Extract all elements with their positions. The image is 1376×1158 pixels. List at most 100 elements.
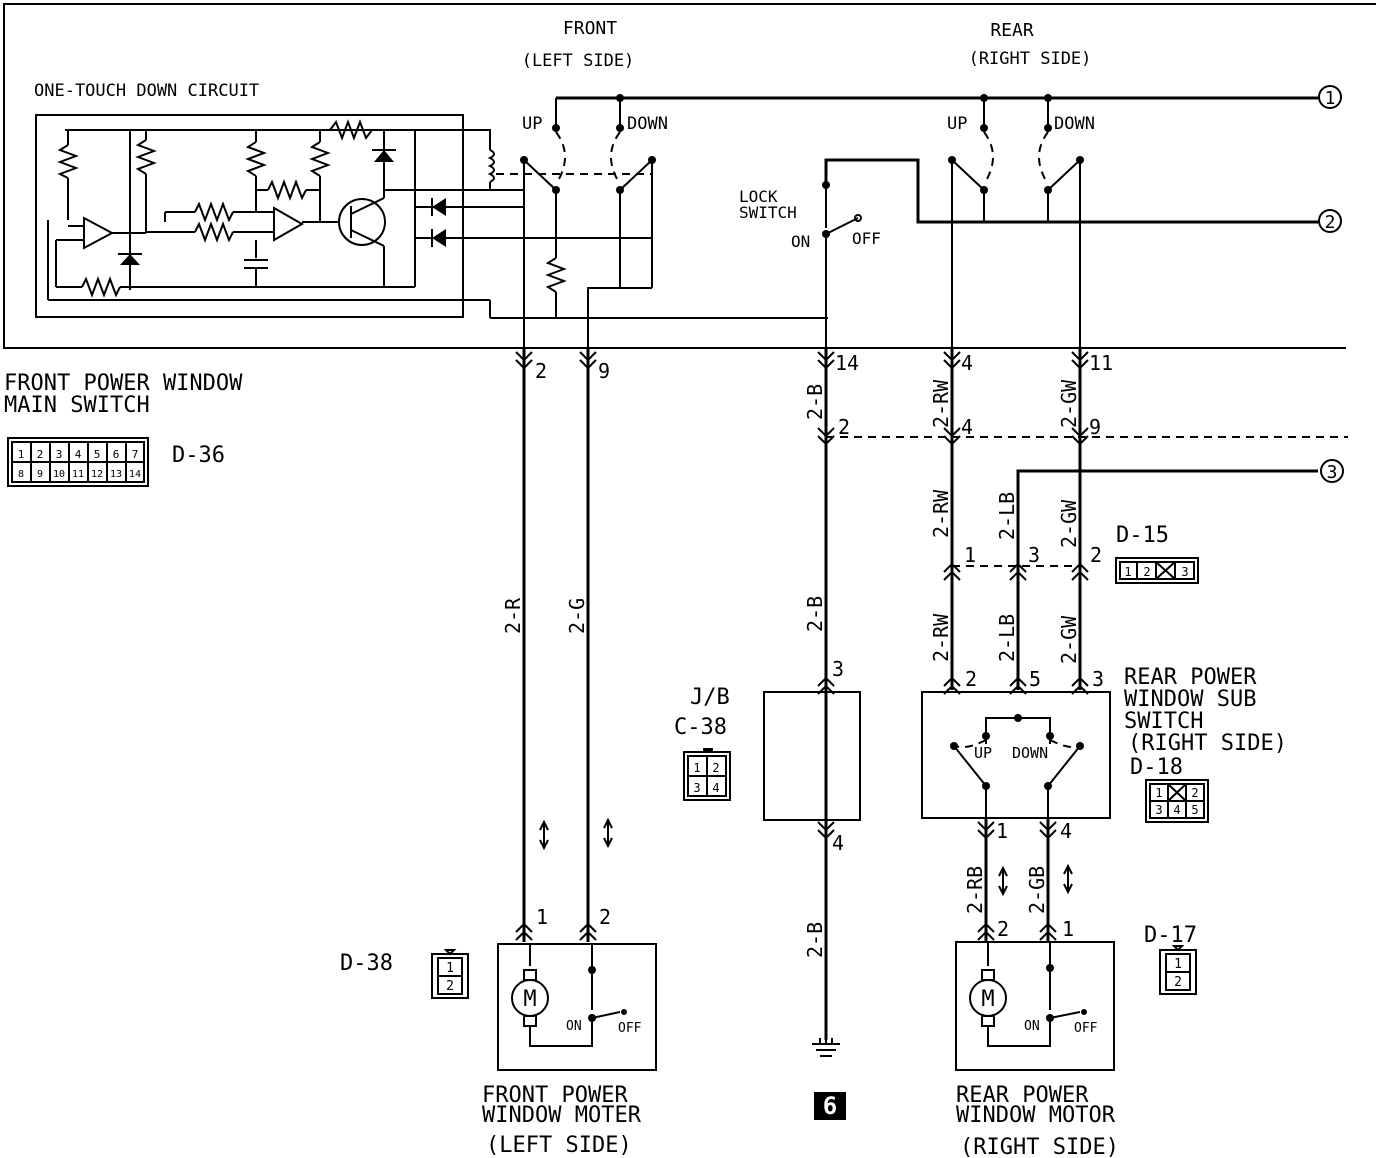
resistor-icon — [81, 276, 121, 298]
pin-num: 2 — [535, 359, 547, 383]
jb-connector-label: C-38 — [674, 715, 727, 740]
pin-label: 14 — [129, 469, 141, 480]
pin-label: 2 — [712, 761, 719, 775]
connector-d38: 1 2 — [431, 949, 469, 999]
ref-2-text: 2 — [1325, 212, 1336, 233]
pin-num: 2 — [838, 415, 850, 439]
zener-diode-icon — [120, 254, 140, 265]
rear-switch-subtitle: (RIGHT SIDE) — [969, 49, 1092, 69]
lock-on-label: ON — [791, 232, 810, 251]
pin-num: 5 — [1029, 667, 1041, 691]
ground-icon — [812, 1038, 840, 1057]
one-touch-down-circuit: ONE-TOUCH DOWN CIRCUIT — [34, 81, 828, 319]
ref-1-text: 1 — [1325, 88, 1336, 109]
pin-label: 4 — [75, 448, 82, 461]
rear-down-label: DOWN — [1054, 114, 1095, 134]
pin-num: 2 — [997, 917, 1009, 941]
wire-label: 2-RW — [929, 379, 953, 428]
sub-switch-label-4: (RIGHT SIDE) — [1128, 731, 1287, 756]
pin-label: 1 — [1174, 957, 1182, 972]
pin-num: 9 — [1089, 415, 1101, 439]
ref-3: 3 — [1320, 459, 1344, 483]
resistor-icon — [194, 201, 234, 223]
jb-label: J/B — [690, 685, 730, 710]
rear-off-label: OFF — [1074, 1021, 1098, 1036]
ground-ref: 6 — [814, 1092, 846, 1120]
pin-num: 4 — [961, 351, 973, 375]
op-amp-icon — [273, 206, 305, 242]
pin-label: 3 — [693, 781, 700, 795]
wire-label: 2-GB — [1025, 866, 1049, 914]
pin-num: 2 — [599, 905, 611, 929]
rear-updown-switch: UP DOWN — [947, 94, 1095, 348]
pin-label: 2 — [446, 979, 454, 994]
front-updown-switch: UP DOWN — [520, 94, 1318, 348]
pin-num: 1 — [1062, 917, 1074, 941]
front-motor: M ON OFF — [497, 943, 657, 1071]
pin-label: 11 — [72, 469, 84, 480]
pin-num: 1 — [964, 543, 976, 567]
connector-c38: 1 2 3 4 — [683, 748, 731, 801]
pin-label: 13 — [110, 469, 122, 480]
sub-switch-label-3: SWITCH — [1124, 709, 1203, 734]
rear-switch-title: REAR — [990, 20, 1034, 41]
ref-2: 2 — [1318, 209, 1342, 233]
pin-num: 3 — [1028, 543, 1040, 567]
pin-label: 3 — [1155, 803, 1162, 817]
resistor-icon — [309, 141, 331, 177]
main-switch-label-2: MAIN SWITCH — [4, 393, 150, 418]
op-amp-icon — [83, 216, 115, 250]
rear-up-label: UP — [947, 114, 967, 134]
pin-label: 2 — [37, 448, 44, 461]
pin-num: 4 — [832, 831, 844, 855]
pin-num: 11 — [1089, 351, 1113, 375]
main-switch-enclosure — [3, 3, 1376, 349]
connector-d18: 1 2 3 4 5 — [1145, 779, 1209, 823]
rear-motor-label-3: (RIGHT SIDE) — [960, 1135, 1119, 1158]
pin-label: 1 — [1155, 786, 1162, 800]
lock-off-label: OFF — [852, 229, 881, 248]
wire-label: 2-LB — [995, 614, 1019, 662]
resistor-icon — [57, 144, 79, 179]
pin-label: 6 — [113, 448, 120, 461]
resistor-icon — [267, 179, 307, 201]
pin-label: 5 — [1191, 803, 1198, 817]
pin-label: 8 — [18, 469, 24, 480]
connector-d17: 1 2 — [1159, 945, 1197, 995]
ref-3-text: 3 — [1327, 462, 1338, 483]
wire-label: 2-G — [565, 598, 589, 634]
pin-num: 2 — [965, 667, 977, 691]
rear-sub-switch: UP DOWN — [921, 691, 1111, 819]
front-motor-label-2: WINDOW MOTER — [482, 1103, 642, 1128]
ref-1: 1 — [1318, 85, 1342, 109]
one-touch-title: ONE-TOUCH DOWN CIRCUIT — [34, 81, 259, 101]
pin-num: 14 — [835, 351, 859, 375]
wire-label: 2-LB — [995, 492, 1019, 540]
connector-d15-label: D-15 — [1116, 523, 1169, 548]
resistor-icon — [329, 119, 373, 141]
pin-label: 1 — [18, 448, 25, 461]
sub-switch-label: REAR POWER — [1124, 665, 1257, 690]
connector-d36: 1 2 3 4 5 6 7 8 9 10 11 12 13 14 — [7, 437, 149, 487]
front-motor-label-3: (LEFT SIDE) — [486, 1133, 632, 1158]
resistor-icon — [194, 221, 234, 243]
pin-num: 1 — [996, 819, 1008, 843]
pin-num: 9 — [598, 359, 610, 383]
rear-motor-label-2: WINDOW MOTOR — [956, 1103, 1116, 1128]
rear-motor: M ON OFF — [955, 941, 1115, 1071]
pin-num: 4 — [1060, 819, 1072, 843]
front-on-label: ON — [566, 1019, 582, 1034]
resistor-icon — [245, 141, 267, 177]
connector-d18-label: D-18 — [1130, 755, 1183, 780]
front-switch-title: FRONT — [563, 18, 617, 39]
junction-block — [763, 691, 861, 821]
pin-numbers: 2 9 14 4 11 2 4 9 1 3 2 2 5 3 3 4 1 4 1 … — [535, 351, 1113, 941]
pin-label: 4 — [1173, 803, 1180, 817]
pin-num: 3 — [1092, 667, 1104, 691]
pin-num: 3 — [832, 657, 844, 681]
wire-label: 2-B — [803, 596, 827, 632]
wire-label: 2-B — [803, 384, 827, 420]
wire-label: 2-GW — [1057, 379, 1081, 428]
wire-label: 2-RW — [929, 613, 953, 662]
